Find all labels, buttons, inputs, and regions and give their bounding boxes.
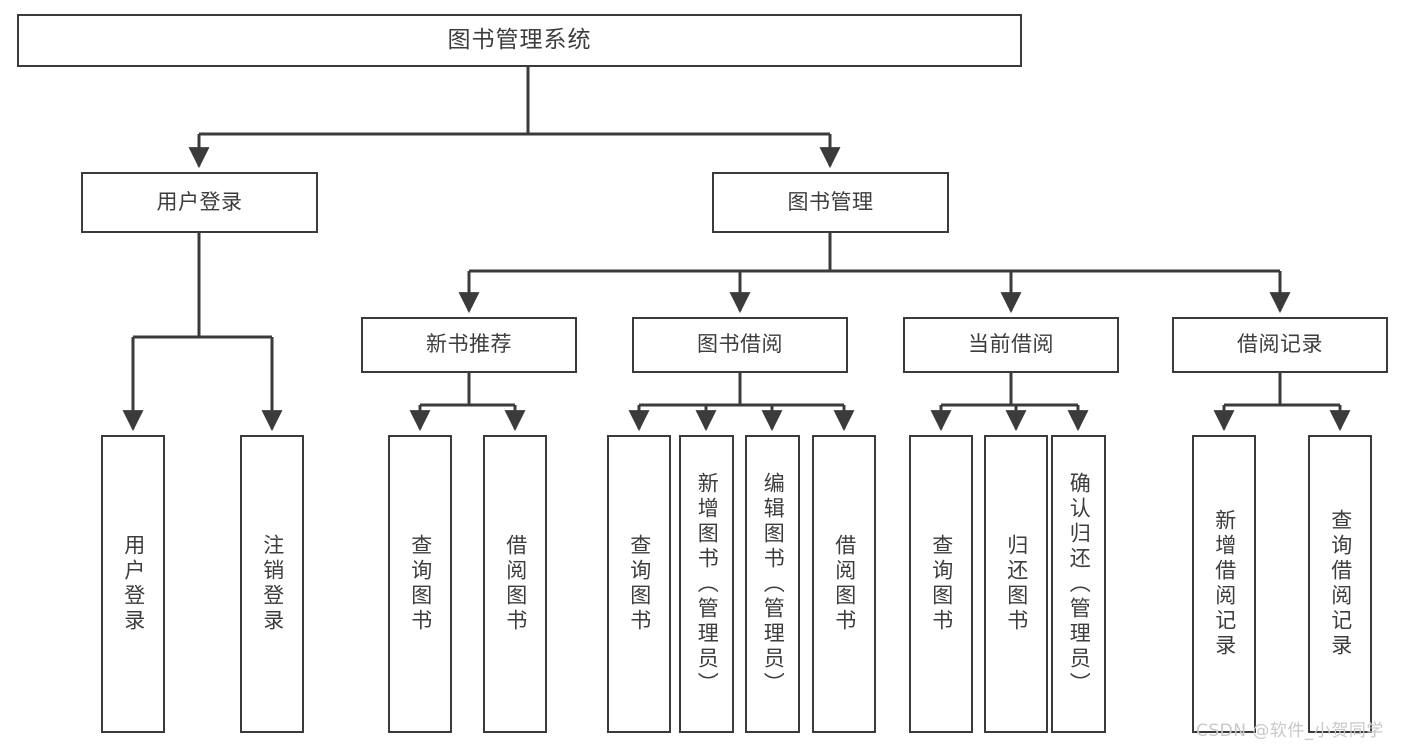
node-leaf-edit-book[interactable]: 编辑图书（管理员） [745,435,800,733]
node-leaf-add-book-label: 新增图书（管理员） [695,471,720,697]
node-leaf-confirm-return-label: 确认归还（管理员） [1067,471,1092,697]
node-leaf-user-logout[interactable]: 注销登录 [240,435,304,733]
node-leaf-borrow-book-1[interactable]: 借阅图书 [483,435,547,733]
node-leaf-query-record-label: 查询借阅记录 [1328,509,1353,659]
node-user-login[interactable]: 用户登录 [81,172,318,233]
node-leaf-query-book-3-label: 查询图书 [929,534,954,634]
node-leaf-add-record[interactable]: 新增借阅记录 [1192,435,1256,733]
node-leaf-borrow-book-2-label: 借阅图书 [832,534,857,634]
node-leaf-add-book[interactable]: 新增图书（管理员） [679,435,734,733]
node-leaf-borrow-book-1-label: 借阅图书 [503,534,528,634]
node-leaf-query-book-1-label: 查询图书 [408,534,433,634]
node-leaf-query-book-2[interactable]: 查询图书 [607,435,671,733]
node-leaf-edit-book-label: 编辑图书（管理员） [761,471,786,697]
node-root-label: 图书管理系统 [447,26,592,53]
node-book-borrow-label: 图书借阅 [697,332,783,357]
node-borrow-records[interactable]: 借阅记录 [1172,317,1388,373]
node-new-book-recommend-label: 新书推荐 [426,332,512,357]
node-leaf-query-book-2-label: 查询图书 [627,534,652,634]
csdn-watermark: CSDN @软件_小贺同学 [1196,721,1384,741]
node-leaf-borrow-book-2[interactable]: 借阅图书 [812,435,876,733]
node-book-borrow[interactable]: 图书借阅 [632,317,848,373]
node-book-manage[interactable]: 图书管理 [712,172,949,233]
node-leaf-user-logout-label: 注销登录 [260,534,285,634]
node-borrow-records-label: 借阅记录 [1237,332,1323,357]
node-user-login-label: 用户登录 [156,189,243,214]
node-current-borrow[interactable]: 当前借阅 [903,317,1119,373]
node-leaf-user-login-label: 用户登录 [121,534,146,634]
node-leaf-query-book-1[interactable]: 查询图书 [388,435,452,733]
node-new-book-recommend[interactable]: 新书推荐 [361,317,577,373]
node-leaf-return-book-label: 归还图书 [1004,534,1029,634]
node-book-manage-label: 图书管理 [787,189,874,214]
node-leaf-return-book[interactable]: 归还图书 [984,435,1048,733]
node-leaf-query-record[interactable]: 查询借阅记录 [1308,435,1372,733]
node-leaf-user-login[interactable]: 用户登录 [101,435,165,733]
node-root[interactable]: 图书管理系统 [17,14,1022,67]
node-current-borrow-label: 当前借阅 [968,332,1054,357]
node-leaf-confirm-return[interactable]: 确认归还（管理员） [1051,435,1106,733]
node-leaf-add-record-label: 新增借阅记录 [1212,509,1237,659]
node-leaf-query-book-3[interactable]: 查询图书 [909,435,973,733]
